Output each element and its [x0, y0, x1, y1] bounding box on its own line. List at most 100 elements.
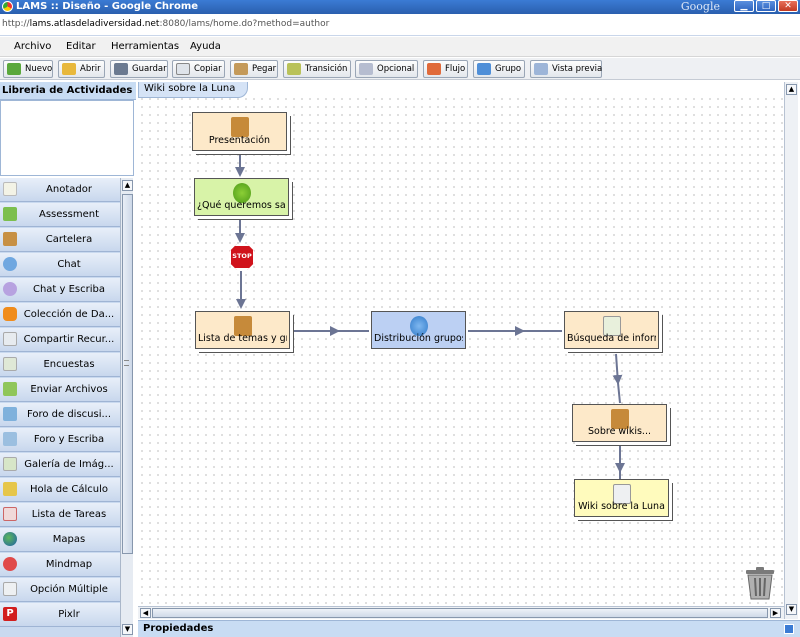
stop-gate-icon[interactable] — [229, 244, 255, 270]
transition-arrow-tail — [617, 382, 621, 404]
menu-archivo[interactable]: Archivo — [14, 41, 52, 52]
library-item-encuestas[interactable]: Encuestas — [0, 353, 120, 377]
activity-busqueda[interactable]: Búsqueda de inform — [564, 311, 659, 349]
menu-bar: Archivo Editar Herramientas Ayuda — [0, 37, 800, 57]
noticeboard-icon — [230, 117, 249, 137]
url-text[interactable]: http://lams.atlasdeladiversidad.net:8080… — [2, 19, 330, 29]
copy-button[interactable]: Copiar — [172, 60, 225, 78]
maximize-button[interactable]: □ — [756, 0, 776, 12]
activity-distribucion[interactable]: Distribución grupos — [371, 311, 466, 349]
folder-icon — [62, 63, 76, 75]
scroll-grip — [124, 360, 129, 366]
activity-library-list: Anotador Assessment Cartelera Chat Chat … — [0, 178, 120, 637]
trash-icon[interactable] — [742, 566, 778, 600]
survey-icon — [3, 357, 17, 371]
canvas-horizontal-scrollbar[interactable]: ◀ ▶ — [138, 606, 784, 619]
question-icon — [232, 183, 251, 203]
properties-panel-header[interactable]: Propiedades — [138, 620, 800, 637]
mindmap-icon — [3, 557, 17, 571]
library-item-foro[interactable]: Foro de discusi... — [0, 403, 120, 427]
submit-files-icon — [3, 382, 17, 396]
noticeboard-icon — [3, 232, 17, 246]
minimize-button[interactable]: ▁ — [734, 0, 754, 12]
forum-icon — [3, 407, 17, 421]
chrome-icon — [2, 1, 13, 12]
flow-button[interactable]: Flujo — [423, 60, 468, 78]
canvas-tab-label: Wiki sobre la Luna — [144, 83, 236, 94]
image-gallery-icon — [3, 457, 17, 471]
activity-sobre-wikis[interactable]: Sobre wikis... — [572, 404, 667, 442]
library-item-opcion[interactable]: Opción Múltiple — [0, 578, 120, 602]
transition-arrow[interactable] — [612, 353, 623, 385]
library-item-calculo[interactable]: Hola de Cálculo — [0, 478, 120, 502]
flow-icon — [427, 63, 441, 75]
new-button[interactable]: Nuevo — [3, 60, 53, 78]
assessment-icon — [3, 207, 17, 221]
optional-button[interactable]: Opcional — [355, 60, 418, 78]
library-item-compartir[interactable]: Compartir Recur... — [0, 328, 120, 352]
properties-title: Propiedades — [143, 623, 214, 634]
transition-arrows — [235, 151, 625, 479]
magnifier-icon — [534, 63, 548, 75]
library-scrollbar[interactable]: ▲ ▼ — [120, 178, 133, 637]
window-titlebar: LAMS :: Diseño - Google Chrome Google ▁ … — [0, 0, 800, 14]
window-title: LAMS :: Diseño - Google Chrome — [16, 1, 199, 12]
task-list-icon — [3, 507, 17, 521]
multiple-choice-icon — [3, 582, 17, 596]
new-icon — [7, 63, 21, 75]
paste-button[interactable]: Pegar — [230, 60, 278, 78]
save-button[interactable]: Guardar — [110, 60, 168, 78]
scroll-up-arrow-icon[interactable]: ▲ — [786, 84, 797, 95]
menu-editar[interactable]: Editar — [66, 41, 96, 52]
library-item-mindmap[interactable]: Mindmap — [0, 553, 120, 577]
scroll-up-arrow-icon[interactable]: ▲ — [122, 180, 133, 191]
library-item-anotador[interactable]: Anotador — [0, 178, 120, 202]
expand-icon[interactable] — [784, 624, 794, 634]
chat-bubble-icon — [3, 257, 17, 271]
canvas-tab[interactable]: Wiki sobre la Luna — [138, 82, 248, 98]
scroll-left-arrow-icon[interactable]: ◀ — [140, 608, 151, 618]
library-item-galeria[interactable]: Galería de Imág... — [0, 453, 120, 477]
wiki-page-icon — [612, 484, 631, 504]
activity-lista-temas[interactable]: Lista de temas y gru — [195, 311, 290, 349]
library-item-assessment[interactable]: Assessment — [0, 203, 120, 227]
library-scroll-thumb[interactable] — [122, 194, 133, 554]
library-item-cartelera[interactable]: Cartelera — [0, 228, 120, 252]
pixlr-icon: P — [3, 607, 17, 621]
close-button[interactable]: ✕ — [778, 0, 798, 12]
noticeboard-icon — [233, 316, 252, 336]
design-canvas[interactable] — [138, 95, 784, 605]
preview-button[interactable]: Vista previa — [530, 60, 602, 78]
scroll-right-arrow-icon[interactable]: ▶ — [770, 608, 781, 618]
group-button[interactable]: Grupo — [473, 60, 525, 78]
library-item-chat[interactable]: Chat — [0, 253, 120, 277]
menu-ayuda[interactable]: Ayuda — [190, 41, 221, 52]
library-item-coleccion[interactable]: Colección de Da... — [0, 303, 120, 327]
canvas-hscroll-thumb[interactable] — [152, 608, 768, 618]
scroll-down-arrow-icon[interactable]: ▼ — [786, 604, 797, 615]
library-item-tareas[interactable]: Lista de Tareas — [0, 503, 120, 527]
menu-herramientas[interactable]: Herramientas — [111, 41, 180, 52]
canvas-vertical-scrollbar[interactable]: ▲ ▼ — [784, 82, 798, 619]
clipboard-icon — [234, 63, 248, 75]
group-icon — [409, 316, 428, 336]
activity-presentacion[interactable]: Presentación — [192, 112, 287, 151]
pencil-icon — [287, 63, 301, 75]
library-item-enviar[interactable]: Enviar Archivos — [0, 378, 120, 402]
transition-button[interactable]: Transición — [283, 60, 351, 78]
activity-wiki-luna[interactable]: Wiki sobre la Luna — [574, 479, 669, 517]
disk-icon — [114, 63, 128, 75]
stop-gate-label: STOP — [232, 252, 252, 260]
address-bar[interactable]: http://lams.atlasdeladiversidad.net:8080… — [0, 14, 800, 36]
open-button[interactable]: Abrir — [58, 60, 105, 78]
activity-que-queremos[interactable]: ¿Qué queremos sabe — [194, 178, 289, 216]
library-preview-area — [0, 100, 134, 176]
scroll-down-arrow-icon[interactable]: ▼ — [122, 624, 133, 635]
library-item-chat-escriba[interactable]: Chat y Escriba — [0, 278, 120, 302]
library-item-foro-escriba[interactable]: Foro y Escriba — [0, 428, 120, 452]
library-item-mapas[interactable]: Mapas — [0, 528, 120, 552]
optional-icon — [359, 63, 373, 75]
database-icon — [3, 307, 17, 321]
copy-icon — [176, 63, 190, 75]
